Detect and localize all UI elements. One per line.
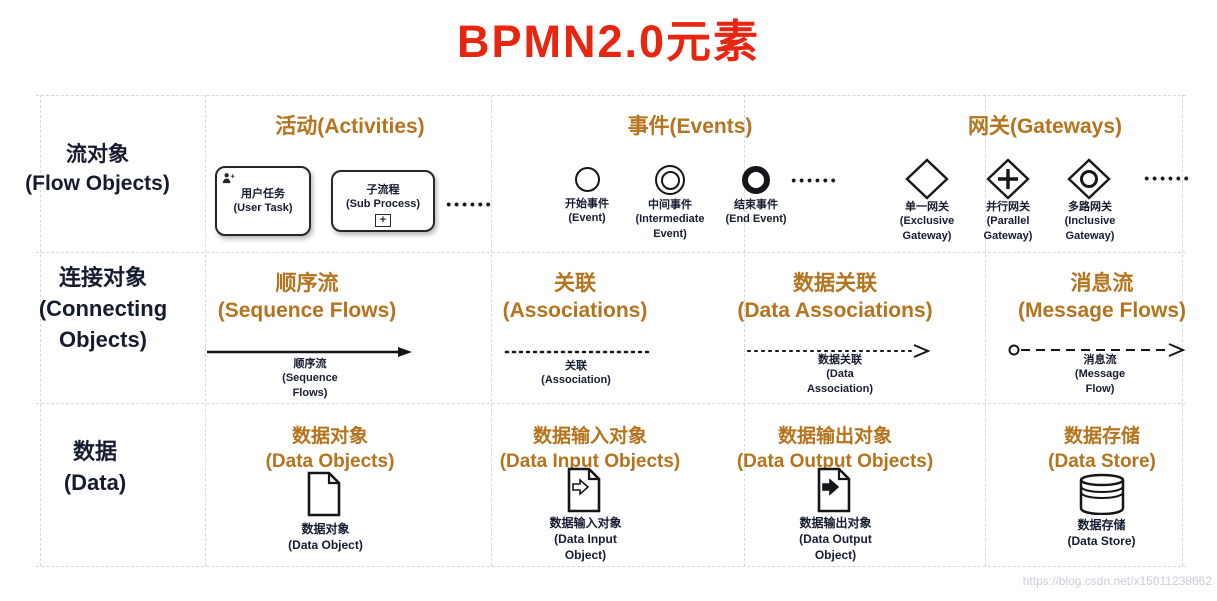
- data-input-icon: [566, 467, 602, 518]
- association-label: 关联 (Association): [541, 360, 611, 387]
- data-store-label: 数据存储 (Data Store): [1067, 518, 1136, 549]
- data-object-icon: [306, 471, 342, 522]
- grid-line-v: [985, 95, 986, 566]
- ellipsis-dots: ••••••: [446, 196, 494, 212]
- grid-line-v: [491, 95, 492, 566]
- message-flow-label: 消息流 (Message Flow): [1074, 354, 1126, 395]
- user-task-shape: 用户任务 (User Task): [215, 166, 311, 236]
- data-store-icon: [1079, 473, 1125, 520]
- sub-process-label: 子流程 (Sub Process): [346, 183, 420, 210]
- column-header-associations: 关联 (Associations): [502, 272, 648, 323]
- inclusive-gateway-icon: [1067, 158, 1111, 205]
- intermediate-event-icon: [655, 165, 685, 195]
- user-icon: [222, 172, 235, 190]
- exclusive-gateway-label: 单一网关 (Exclusive Gateway): [899, 201, 955, 242]
- column-header-message-flows: 消息流 (Message Flows): [1017, 272, 1187, 323]
- grid-line-v: [205, 95, 206, 566]
- inclusive-gateway-label: 多路网关 (Inclusive Gateway): [1064, 201, 1116, 242]
- end-event-icon: [742, 166, 770, 194]
- plus-icon: +: [375, 214, 391, 227]
- watermark-url: https://blog.csdn.net/x15011238662: [1022, 574, 1212, 588]
- association-line-icon: [504, 344, 650, 365]
- column-header-data-associations: 数据关联 (Data Associations): [737, 272, 933, 323]
- grid-line-v: [40, 95, 41, 566]
- data-association-arrow-icon: [746, 343, 931, 364]
- data-output-icon: [816, 467, 852, 518]
- data-association-label: 数据关联 (Data Association): [806, 354, 873, 395]
- grid-line-h: [36, 95, 1186, 96]
- sequence-flow-label: 顺序流 (Sequence Flows): [282, 358, 338, 399]
- grid-line-v: [1182, 95, 1183, 566]
- page-title: BPMN2.0元素: [456, 16, 761, 67]
- row-header-flow-objects: 流对象 (Flow Objects): [25, 143, 170, 196]
- grid-line-h: [36, 403, 1186, 404]
- ellipsis-dots: ••••••: [1144, 170, 1192, 186]
- row-header-data: 数据 (Data): [63, 439, 127, 495]
- grid-line-v: [744, 95, 745, 566]
- sequence-flow-arrow-icon: [205, 344, 413, 365]
- data-input-label: 数据输入对象 (Data Input Object): [549, 516, 622, 563]
- grid-line-h: [36, 566, 1186, 567]
- start-event-label: 开始事件 (Event): [565, 198, 609, 225]
- column-header-data-store: 数据存储 (Data Store): [1048, 426, 1156, 472]
- column-header-events: 事件(Events): [627, 115, 753, 138]
- grid-line-h: [36, 252, 1186, 253]
- data-output-label: 数据输出对象 (Data Output Object): [799, 516, 872, 563]
- column-header-activities: 活动(Activities): [275, 115, 425, 138]
- data-object-label: 数据对象 (Data Object): [288, 522, 363, 553]
- parallel-gateway-icon: [986, 158, 1030, 205]
- column-header-sequence-flows: 顺序流 (Sequence Flows): [217, 272, 397, 323]
- message-flow-arrow-icon: [1007, 342, 1186, 363]
- ellipsis-dots: ••••••: [791, 172, 839, 188]
- parallel-gateway-label: 并行网关 (Parallel Gateway): [983, 201, 1033, 242]
- sub-process-shape: 子流程 (Sub Process) +: [331, 170, 435, 232]
- exclusive-gateway-icon: [905, 158, 949, 205]
- column-header-data-objects: 数据对象 (Data Objects): [265, 426, 395, 472]
- plus-glyph: +: [379, 214, 387, 226]
- column-header-gateways: 网关(Gateways): [967, 115, 1123, 138]
- row-header-connecting-objects: 连接对象 (Connecting Objects): [38, 265, 168, 352]
- user-task-label: 用户任务 (User Task): [233, 187, 293, 214]
- intermediate-event-label: 中间事件 (Intermediate Event): [635, 199, 705, 240]
- end-event-label: 结束事件 (End Event): [725, 199, 787, 226]
- column-header-data-output-objects: 数据输出对象 (Data Output Objects): [736, 426, 934, 472]
- start-event-icon: [575, 167, 600, 192]
- column-header-data-input-objects: 数据输入对象 (Data Input Objects): [499, 426, 681, 472]
